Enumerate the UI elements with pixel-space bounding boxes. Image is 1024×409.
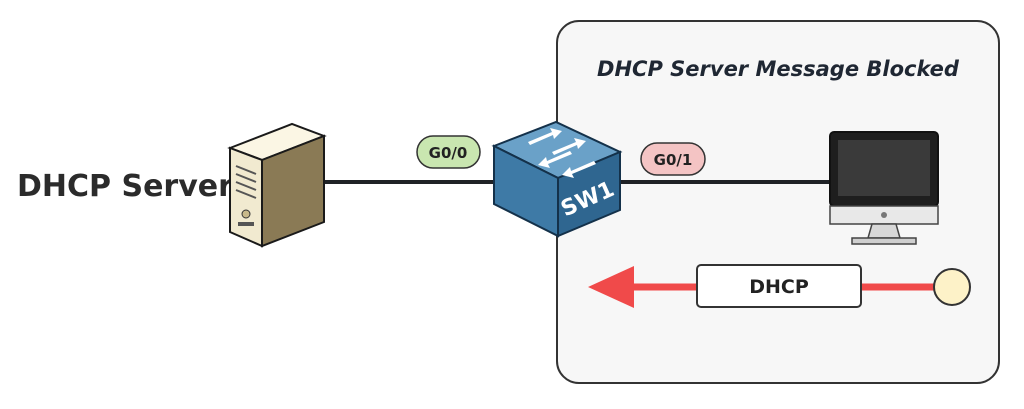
network-switch-icon: SW1	[491, 120, 623, 238]
server-label: DHCP Server	[17, 169, 233, 204]
server-tower-icon	[227, 122, 327, 248]
message-source-dot	[933, 268, 971, 306]
dhcp-message-label: DHCP	[749, 276, 809, 298]
arrowhead-icon	[588, 266, 634, 308]
dhcp-message-arrow: DHCP	[588, 264, 971, 308]
desktop-monitor-icon	[829, 131, 939, 245]
port-badge-g00: G0/0	[416, 135, 481, 169]
port-label-g00: G0/0	[429, 144, 468, 162]
blocked-box-title: DHCP Server Message Blocked	[597, 57, 960, 81]
port-badge-g01: G0/1	[640, 142, 706, 176]
dhcp-message-box	[696, 264, 862, 308]
port-label-g01: G0/1	[654, 151, 693, 169]
port-badge-g01-bg	[640, 142, 706, 176]
port-badge-g00-bg	[416, 135, 481, 169]
